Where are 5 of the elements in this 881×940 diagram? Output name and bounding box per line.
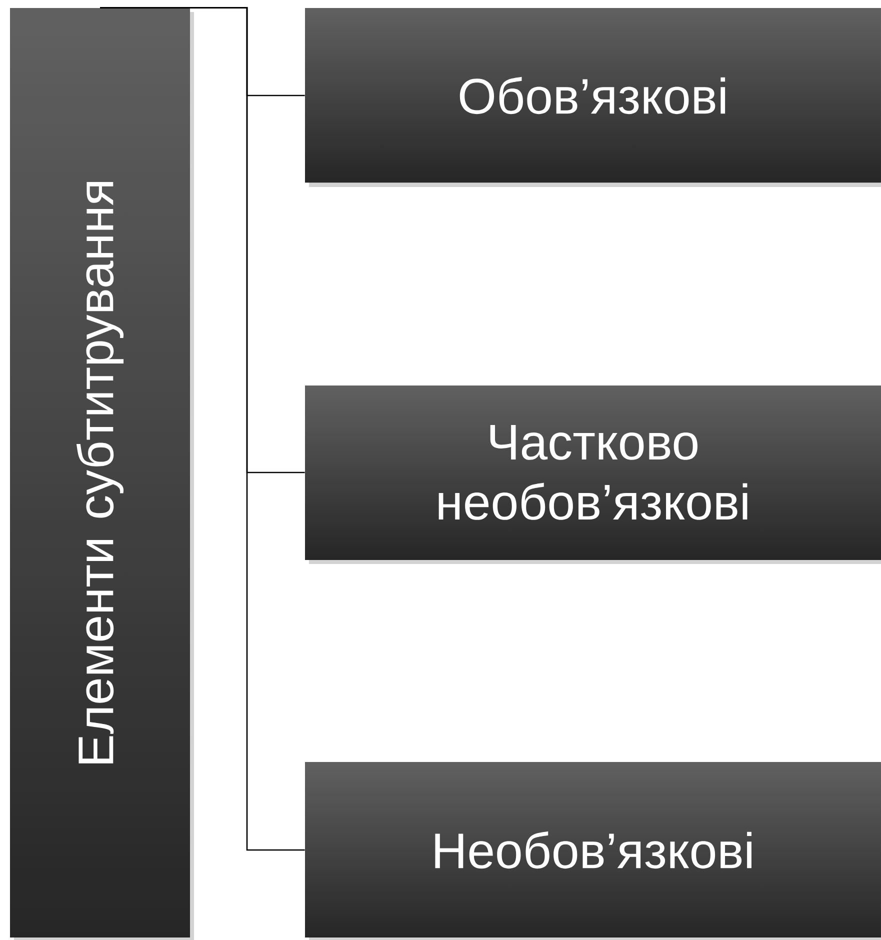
label-box: Необов’язкові [305, 762, 881, 940]
connector-line [100, 7, 305, 851]
label-box: Обов’язкові [305, 8, 881, 187]
label-box: Елементи субтитрування [10, 8, 194, 940]
label-box: Частково необов’язкові [305, 385, 881, 564]
